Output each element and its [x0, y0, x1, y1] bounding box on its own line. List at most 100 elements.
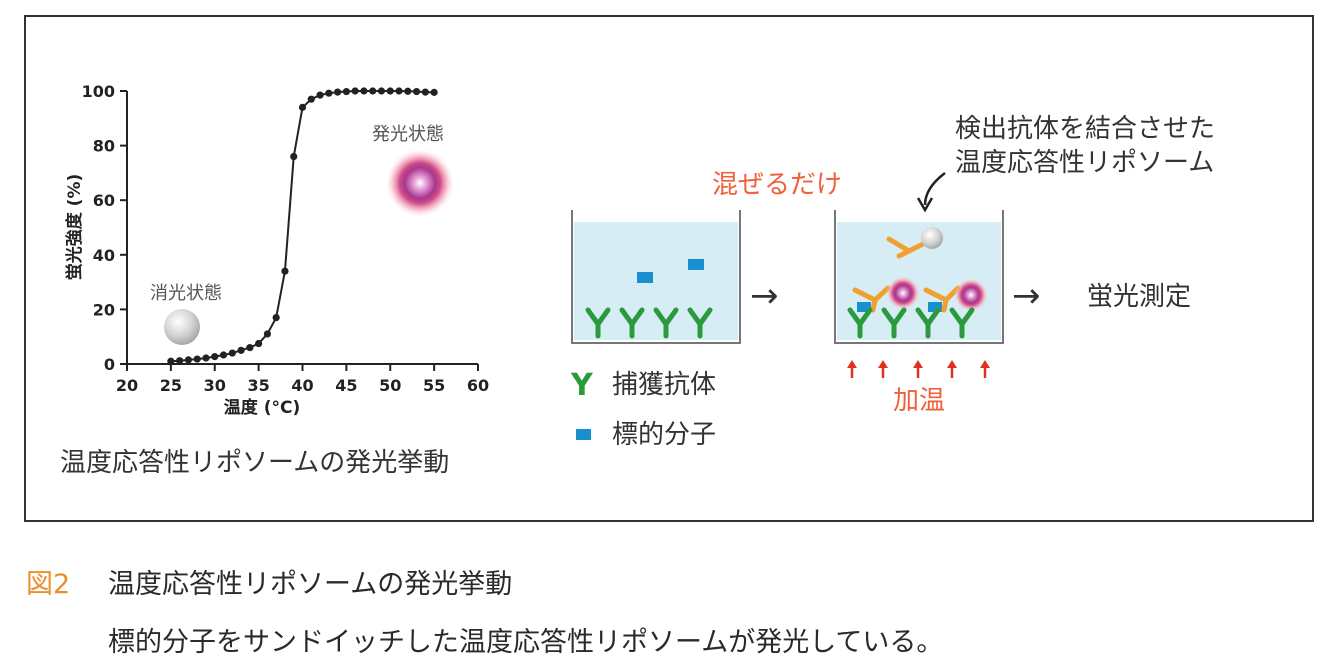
capture-antibody-icon: [881, 307, 907, 339]
heat-arrow-icon: [947, 360, 957, 368]
data-point: [263, 330, 271, 338]
data-point: [316, 91, 324, 99]
heat-arrow-icon: [980, 360, 990, 368]
assay-diagram: 検出抗体を結合させた 温度応答性リポソーム 混ぜるだけ →: [570, 114, 1215, 450]
fluorescence-measurement-label: 蛍光測定: [1087, 282, 1191, 312]
data-point: [184, 356, 193, 364]
x-tick-label: 45: [335, 376, 357, 395]
chart-title: 温度応答性リポソームの発光挙動: [60, 448, 449, 478]
x-tick-label: 25: [160, 376, 182, 395]
x-tick-label: 50: [379, 376, 401, 395]
well-wall: [571, 210, 741, 344]
well-before: [571, 210, 741, 344]
capture-antibody-icon: [653, 307, 679, 339]
data-point: [281, 267, 289, 275]
quenched-state-label: 消光状態: [150, 283, 222, 304]
mix-only-label: 混ぜるだけ: [712, 170, 842, 200]
data-point: [351, 87, 359, 95]
detection-antibody-icon: [852, 285, 891, 313]
data-point: [325, 89, 333, 97]
y-tick-label: 80: [93, 137, 115, 156]
free-liposome-icon: [921, 227, 943, 249]
target-molecule-legend-icon: [576, 429, 591, 440]
data-point: [334, 88, 342, 96]
well-wall: [834, 210, 1004, 344]
data-point: [430, 88, 438, 96]
capture-antibody-legend-icon: Y: [570, 368, 594, 403]
data-point: [307, 95, 315, 103]
capture-antibody-icon: [585, 307, 611, 339]
data-point: [246, 344, 254, 352]
quenched-liposome-icon: [164, 309, 200, 345]
data-point: [342, 87, 350, 96]
data-point: [369, 87, 377, 95]
callout-arrow-head: [916, 197, 934, 213]
data-point: [219, 351, 228, 359]
measure-arrow: →: [1012, 276, 1041, 316]
y-tick-label: 40: [93, 246, 115, 265]
data-point: [386, 87, 394, 95]
data-point: [421, 88, 429, 96]
x-axis-label: 温度 (°C): [224, 397, 300, 418]
data-point: [272, 313, 280, 322]
capture-antibody-icon: [847, 307, 873, 339]
y-tick-label: 100: [82, 82, 115, 101]
y-ticks: 0 20 40 60 80 100: [82, 82, 127, 374]
capture-antibody-icon: [915, 307, 941, 339]
mix-arrow: →: [750, 276, 779, 316]
target-molecule-icon: [688, 259, 704, 270]
x-ticks: 20 25 30 35 40 45 50 55 60: [116, 364, 489, 395]
x-tick-label: 35: [247, 376, 269, 395]
data-point: [412, 87, 421, 96]
bound-target-icon: [857, 302, 871, 312]
data-point: [176, 357, 184, 365]
data-point: [404, 87, 412, 95]
y-tick-label: 60: [93, 191, 115, 210]
chart-series: [167, 87, 438, 365]
heat-arrow-icon: [878, 360, 888, 368]
heating-label: 加温: [893, 386, 945, 416]
detection-antibody-icon: [886, 236, 928, 259]
capture-antibody-icon: [949, 307, 975, 339]
y-tick-label: 0: [104, 355, 115, 374]
data-point: [377, 87, 386, 95]
caption-body: 標的分子をサンドイッチした温度応答性リポソームが発光している。: [108, 627, 944, 658]
glowing-liposome-icon: [954, 278, 988, 312]
liposome-note-line1: 検出抗体を結合させた: [955, 114, 1215, 144]
heat-arrows: [847, 360, 990, 378]
data-point: [167, 357, 175, 365]
bound-target-icon: [928, 302, 942, 312]
target-molecule-legend-label: 標的分子: [612, 420, 716, 450]
data-point: [298, 103, 307, 111]
liposome-note-line2: 温度応答性リポソーム: [955, 148, 1214, 178]
emitting-state-label: 発光状態: [372, 124, 444, 145]
x-tick-label: 55: [423, 376, 445, 395]
well-after: [834, 210, 1004, 344]
glowing-liposome-icon: [886, 276, 920, 310]
capture-antibody-icon: [687, 307, 713, 339]
y-tick-label: 20: [93, 300, 115, 319]
heat-arrow-icon: [913, 360, 923, 368]
data-point: [237, 346, 245, 354]
heat-arrow-icon: [847, 360, 857, 368]
data-point: [211, 353, 219, 361]
data-point: [193, 355, 201, 363]
data-point: [202, 354, 210, 362]
data-point: [290, 152, 298, 161]
data-point: [395, 87, 403, 95]
caption-title: 温度応答性リポソームの発光挙動: [108, 569, 513, 600]
y-axis-label: 蛍光強度 (%): [64, 174, 85, 281]
x-tick-label: 40: [291, 376, 313, 395]
x-tick-label: 60: [467, 376, 489, 395]
figure-frame: [24, 15, 1314, 522]
data-point: [228, 349, 236, 357]
x-tick-label: 20: [116, 376, 138, 395]
capture-antibody-icon: [619, 307, 645, 339]
data-point: [360, 87, 368, 95]
data-point: [255, 339, 263, 348]
x-tick-label: 30: [204, 376, 226, 395]
capture-antibody-legend-label: 捕獲抗体: [612, 370, 716, 400]
callout-arrow: [923, 172, 946, 206]
